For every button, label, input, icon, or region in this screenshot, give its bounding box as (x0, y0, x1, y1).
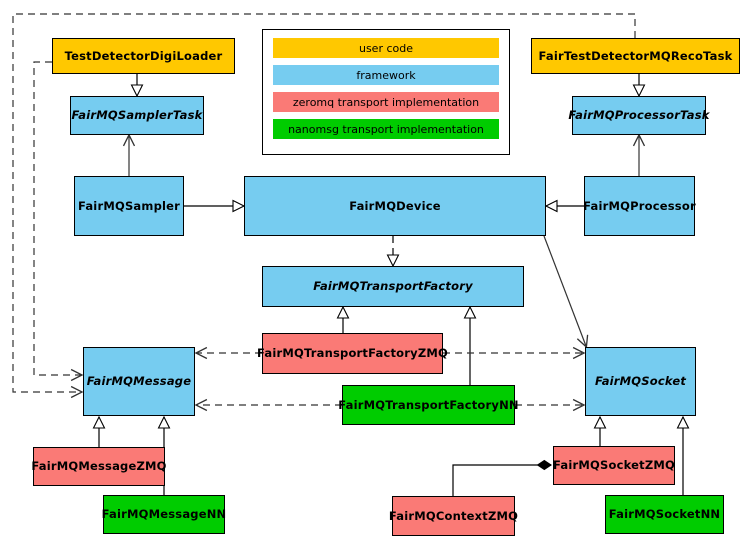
class-node-fairmq-processor[interactable]: FairMQProcessor (583, 176, 696, 236)
class-node-fairmq-message-zmq[interactable]: FairMQMessageZMQ (31, 447, 166, 486)
class-node-fairmq-socket-nn[interactable]: FairMQSocketNN (605, 495, 724, 534)
legend-item-framework: framework (273, 65, 499, 85)
class-node-fairmq-socket[interactable]: FairMQSocket (585, 347, 696, 416)
edge-contextzmq-socketzmq (452, 459, 553, 496)
legend-label: user code (358, 41, 414, 55)
class-node-fairmq-transport-factory-zmq[interactable]: FairMQTransportFactoryZMQ (257, 333, 448, 374)
legend: user code framework zeromq transport imp… (262, 29, 510, 155)
class-node-fairmq-context-zmq[interactable]: FairMQContextZMQ (389, 496, 518, 536)
class-node-fairmq-socket-zmq[interactable]: FairMQSocketZMQ (553, 446, 675, 485)
class-node-test-detector-digi-loader[interactable]: TestDetectorDigiLoader (52, 38, 235, 74)
edge-device-socket (543, 235, 586, 346)
class-node-fairmq-transport-factory-nn[interactable]: FairMQTransportFactoryNN (338, 385, 519, 425)
class-node-fairmq-message[interactable]: FairMQMessage (83, 347, 195, 416)
legend-label: framework (356, 68, 416, 82)
class-node-fairmq-sampler-task[interactable]: FairMQSamplerTask (70, 96, 204, 135)
legend-item-user-code: user code (273, 38, 499, 58)
class-node-fair-test-detector-mq-reco-task[interactable]: FairTestDetectorMQRecoTask (531, 38, 740, 74)
legend-label: nanomsg transport implementation (288, 122, 484, 136)
legend-item-nanomsg: nanomsg transport implementation (273, 119, 499, 139)
class-node-fairmq-message-nn[interactable]: FairMQMessageNN (102, 495, 226, 534)
class-node-fairmq-processor-task[interactable]: FairMQProcessorTask (568, 96, 709, 135)
class-node-fairmq-device[interactable]: FairMQDevice (244, 176, 546, 236)
class-node-fairmq-transport-factory[interactable]: FairMQTransportFactory (262, 266, 524, 307)
legend-label: zeromq transport implementation (292, 95, 480, 109)
legend-item-zeromq: zeromq transport implementation (273, 92, 499, 112)
class-node-fairmq-sampler[interactable]: FairMQSampler (74, 176, 184, 236)
